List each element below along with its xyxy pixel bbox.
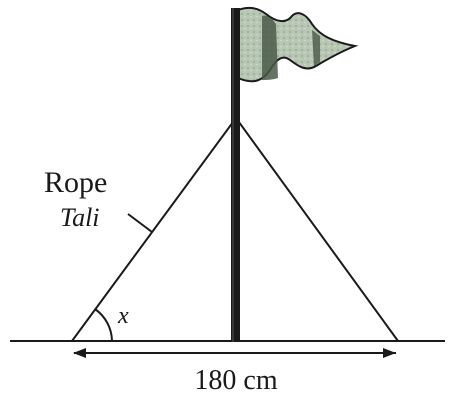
rope-label-pointer — [127, 213, 153, 233]
base-dimension-label: 180 cm — [194, 365, 277, 396]
rope-label: Rope — [44, 166, 107, 199]
flag — [237, 6, 359, 83]
rope-right — [235, 117, 399, 342]
angle-arc — [94, 308, 113, 342]
rope-label-translation: Tali — [60, 203, 100, 232]
rope-left — [71, 117, 237, 342]
flagpole — [231, 8, 240, 342]
angle-label: x — [117, 303, 129, 329]
